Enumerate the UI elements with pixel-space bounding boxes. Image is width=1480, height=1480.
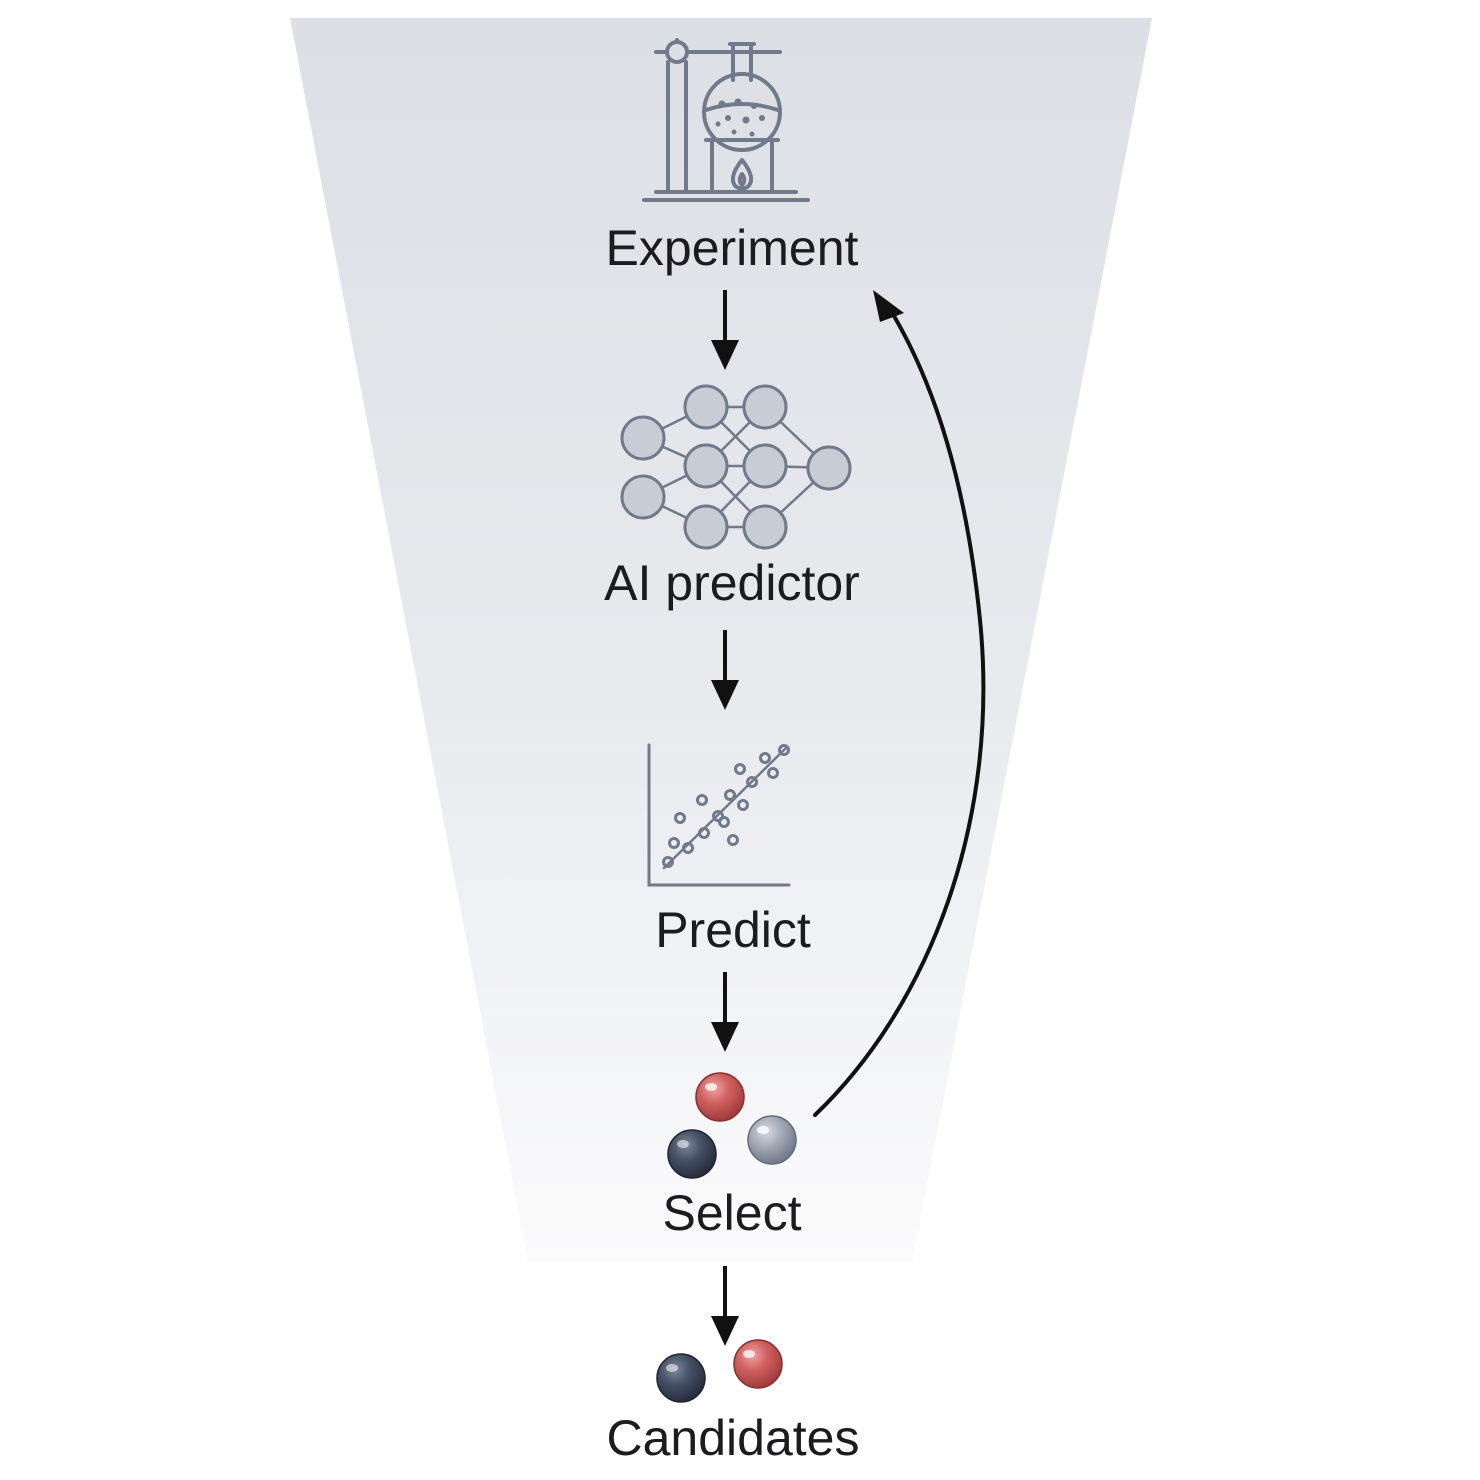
red-sphere [695,1072,745,1122]
candidate-spheres-icon [656,1339,783,1403]
label-predict: Predict [655,902,811,958]
dark-sphere [667,1129,717,1179]
label-select: Select [663,1185,802,1241]
lab-flask-burner-icon [642,38,810,202]
label-candidates: Candidates [607,1410,860,1466]
colored-spheres-icon [667,1072,797,1179]
arrow-down-icon [711,1266,739,1346]
arrow-down-icon [711,290,739,370]
flask-bubbles [715,98,765,137]
dark-sphere [656,1353,706,1403]
label-ai-predictor: AI predictor [604,555,860,611]
red-sphere [733,1339,783,1389]
neural-network-icon [620,384,852,550]
arrow-down-icon [711,972,739,1052]
gray-sphere [747,1115,797,1165]
label-experiment: Experiment [606,220,859,276]
arrow-down-icon [711,630,739,710]
feedback-loop-arrow [813,290,986,1117]
scatter-plot-regression-icon [647,743,791,887]
funnel-shape [290,18,1152,1262]
